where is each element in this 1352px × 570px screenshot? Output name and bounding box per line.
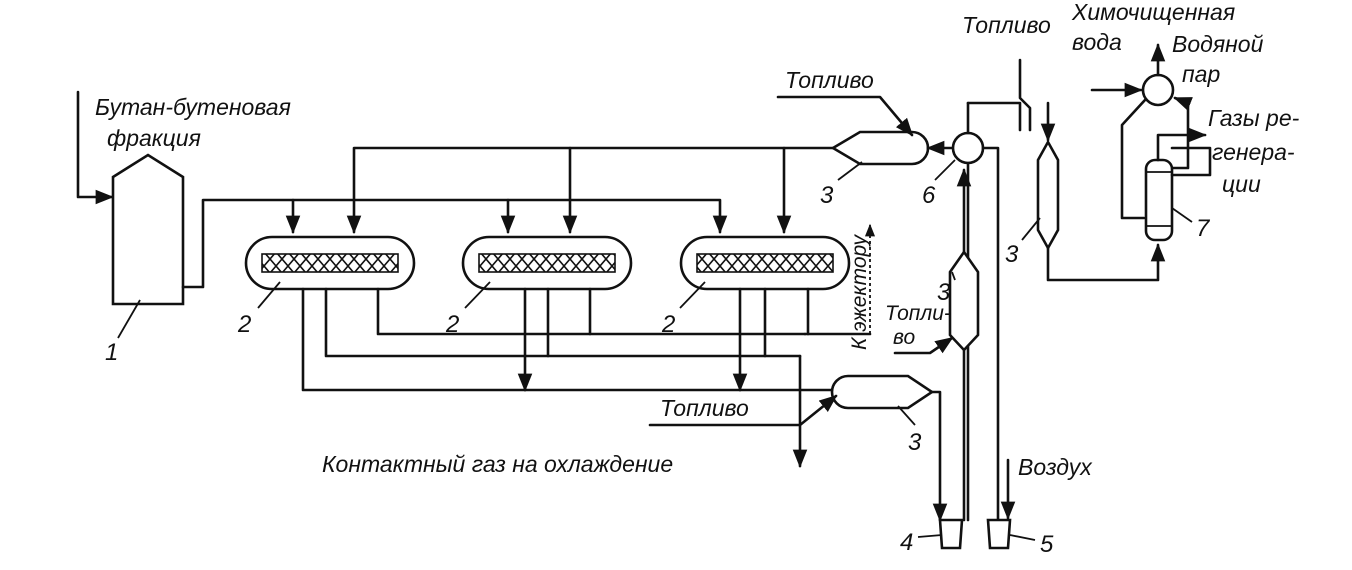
leader-3-lower — [897, 405, 916, 426]
leader-5 — [1009, 534, 1036, 541]
regen-label-line2: генера- — [1212, 139, 1295, 165]
steam-label-line1: Водяной — [1172, 31, 1264, 57]
heater-3-mid — [948, 249, 980, 352]
leader-3-mid — [951, 271, 956, 281]
fuel-line-lower — [648, 394, 838, 427]
number-2a: 2 — [237, 311, 251, 338]
leader-2b — [464, 281, 491, 309]
evaporator-1 — [111, 153, 185, 306]
regen-gas-out — [1156, 127, 1207, 162]
riser-to-drum — [1170, 96, 1193, 170]
boiler-loop — [1170, 146, 1212, 177]
fuel-mid-label-line2: во — [893, 326, 916, 349]
heater-3-right-out — [1046, 243, 1166, 282]
riser-right — [981, 146, 1000, 522]
reactor-2c — [679, 235, 851, 291]
heater-3-lower-out — [930, 390, 948, 522]
reactor-2a — [244, 235, 416, 291]
number-3-right: 3 — [1005, 241, 1019, 268]
contact-gas-label: Контактный газ на охлаждение — [322, 451, 673, 477]
feed-header — [181, 198, 728, 289]
leader-6 — [934, 159, 956, 181]
heater-3-right — [1036, 139, 1060, 251]
number-3-mid: 3 — [937, 279, 951, 306]
leader-4 — [917, 534, 943, 538]
leader-2a — [257, 281, 281, 309]
fuel-line-mid — [893, 336, 954, 355]
number-1: 1 — [105, 339, 118, 366]
air-label: Воздух — [1018, 454, 1093, 480]
leader-3-top — [837, 161, 863, 181]
fuel-line-top — [776, 95, 914, 137]
spent-header — [301, 287, 912, 392]
heater-3-lower — [830, 374, 935, 410]
contact-gas-header — [324, 287, 802, 358]
ejector-5 — [986, 518, 1012, 550]
number-7: 7 — [1196, 215, 1211, 242]
feed-label-line1: Бутан-бутеновая — [95, 94, 291, 120]
mixer-6 — [951, 131, 985, 165]
leader-2c — [679, 281, 706, 309]
ejector-4 — [938, 518, 964, 550]
top-loop — [966, 101, 1022, 132]
regen-label-line3: ции — [1222, 171, 1261, 197]
number-3-lower: 3 — [908, 429, 922, 456]
leader-3-right — [1021, 217, 1041, 241]
downcomer — [1120, 98, 1147, 220]
boiler-7-plates — [1146, 171, 1172, 227]
number-5: 5 — [1040, 531, 1054, 558]
chem-water-label-line2: вода — [1072, 29, 1122, 55]
steam-drum — [1141, 73, 1175, 107]
leader-7 — [1171, 207, 1193, 223]
heater-3-top — [830, 130, 930, 166]
number-2c: 2 — [661, 311, 675, 338]
number-4: 4 — [900, 529, 913, 556]
number-2b: 2 — [445, 311, 459, 338]
number-3-top: 3 — [820, 182, 834, 209]
fuel-label-bottom: Топливо — [660, 395, 749, 421]
reactor-2b — [461, 235, 633, 291]
fuel-line-right — [1018, 58, 1032, 132]
regen-label-line1: Газы ре- — [1208, 105, 1300, 131]
ejector-header — [376, 287, 807, 336]
steam-label-line2: пар — [1182, 61, 1220, 87]
feed-label-line2: фракция — [107, 125, 201, 151]
fuel-label-topright: Топливо — [962, 12, 1051, 38]
feed-line — [76, 90, 114, 205]
to-ejector-label: К эжектору — [848, 234, 871, 350]
fuel-mid-label-line1: Топли- — [885, 302, 951, 325]
hot-gas-header — [346, 146, 835, 234]
number-6: 6 — [922, 182, 936, 209]
fuel-label-top: Топливо — [785, 67, 874, 93]
chem-water-label-line1: Химочищенная — [1071, 0, 1235, 25]
leader-1 — [117, 299, 141, 339]
